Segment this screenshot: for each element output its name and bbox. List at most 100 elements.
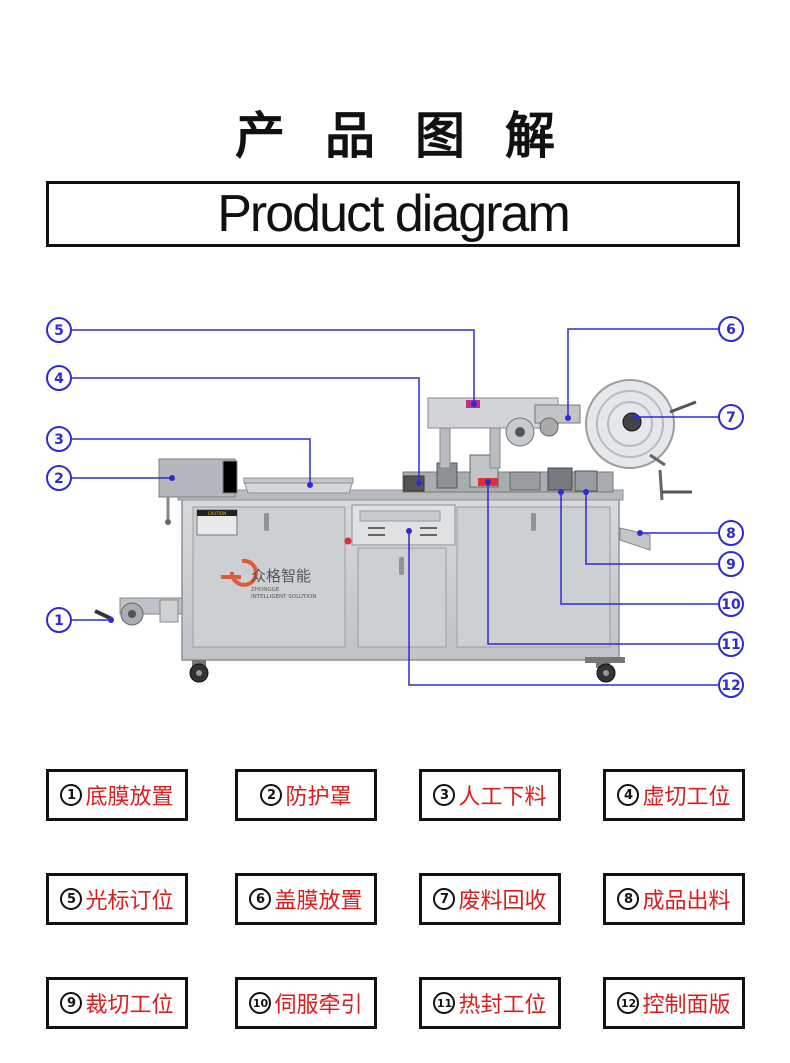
svg-text:1: 1 <box>54 613 64 629</box>
legend-label: 成品出料 <box>642 889 731 914</box>
output-chute <box>619 527 651 551</box>
legend-label: 废料回收 <box>458 889 547 914</box>
legend-number: 5 <box>60 888 83 910</box>
svg-text:INTELLIGENT SOLUTION: INTELLIGENT SOLUTION <box>251 594 316 600</box>
page-title-en: Product diagram <box>217 185 571 243</box>
svg-text:9: 9 <box>726 557 736 573</box>
leader-dot-3 <box>307 482 313 488</box>
callout-marker-7: 7 <box>718 404 744 430</box>
callout-marker-5: 5 <box>46 317 72 343</box>
leader-line-10 <box>560 492 718 605</box>
manual-tray <box>243 477 354 494</box>
leader-dot-8 <box>637 530 643 536</box>
leader-line-9 <box>585 492 718 565</box>
leader-line-5 <box>72 329 475 404</box>
legend-label: 人工下料 <box>458 785 547 810</box>
legend-number: 10 <box>249 992 272 1014</box>
legend-label: 裁切工位 <box>85 993 174 1018</box>
leader-line-12 <box>408 531 718 686</box>
callout-dots <box>108 401 643 623</box>
caution-label: CAUTION <box>208 511 226 516</box>
legend-item-9: 9 裁切工位 <box>46 977 188 1029</box>
legend-item-5: 5 光标订位 <box>46 873 188 925</box>
page-title-cn: 产品图解 <box>235 107 595 165</box>
callout-marker-6: 6 <box>718 316 744 342</box>
leader-dot-2 <box>169 475 175 481</box>
svg-text:众格智能: 众格智能 <box>251 567 311 585</box>
svg-text:12: 12 <box>721 678 740 694</box>
bottom-film-unwinder <box>94 597 183 626</box>
legend-item-11: 11 热封工位 <box>419 977 561 1029</box>
callout-marker-1: 1 <box>46 607 72 633</box>
brand-logo: 众格智能 ZHONGGE INTELLIGENT SOLUTION <box>221 558 316 600</box>
callout-marker-8: 8 <box>718 520 744 546</box>
legend-number: 3 <box>433 784 456 806</box>
leader-dot-5 <box>471 401 477 407</box>
legend-number: 2 <box>260 784 283 806</box>
leader-line-6 <box>567 328 718 418</box>
svg-text:7: 7 <box>726 410 736 426</box>
legend-number: 7 <box>433 888 456 910</box>
legend-item-10: 10 伺服牵引 <box>235 977 377 1029</box>
leader-line-4 <box>72 377 420 483</box>
leader-dot-7 <box>633 414 639 420</box>
wheels <box>189 657 625 683</box>
callout-markers: 5 4 3 2 1 6 7 8 9 10 11 12 <box>46 316 744 698</box>
leader-dot-6 <box>565 415 571 421</box>
callout-marker-4: 4 <box>46 365 72 391</box>
svg-text:6: 6 <box>726 322 736 338</box>
legend-item-1: 1 底膜放置 <box>46 769 188 821</box>
callout-marker-2: 2 <box>46 465 72 491</box>
svg-text:3: 3 <box>54 432 64 448</box>
upper-frame <box>427 397 581 469</box>
legend-label: 热封工位 <box>458 993 547 1018</box>
legend-item-8: 8 成品出料 <box>603 873 745 925</box>
leader-line-3 <box>72 438 311 485</box>
legend-label: 盖膜放置 <box>274 889 363 914</box>
svg-text:2: 2 <box>54 471 64 487</box>
legend-number: 6 <box>249 888 272 910</box>
leader-dot-12 <box>406 528 412 534</box>
legend-label: 伺服牵引 <box>274 993 363 1018</box>
legend-label: 控制面版 <box>642 993 731 1018</box>
svg-text:11: 11 <box>721 637 740 653</box>
svg-text:5: 5 <box>54 323 64 339</box>
callout-marker-10: 10 <box>718 591 744 617</box>
legend-number: 9 <box>60 992 83 1014</box>
callout-marker-9: 9 <box>718 551 744 577</box>
legend-item-4: 4 虚切工位 <box>603 769 745 821</box>
legend-number: 4 <box>617 784 640 806</box>
legend-item-7: 7 废料回收 <box>419 873 561 925</box>
legend-item-6: 6 盖膜放置 <box>235 873 377 925</box>
callout-lines <box>72 328 718 686</box>
leader-dot-1 <box>108 617 114 623</box>
legend-label: 虚切工位 <box>642 785 731 810</box>
leader-line-11 <box>487 482 718 645</box>
callout-marker-12: 12 <box>718 672 744 698</box>
title-box: Product diagram <box>46 181 740 247</box>
legend-label: 底膜放置 <box>85 785 174 810</box>
control-panel <box>344 504 456 546</box>
leader-dot-10 <box>558 489 564 495</box>
legend-number: 1 <box>60 784 83 806</box>
callout-marker-11: 11 <box>718 631 744 657</box>
legend-item-12: 12 控制面版 <box>603 977 745 1029</box>
svg-text:4: 4 <box>54 371 64 387</box>
stations <box>402 454 614 493</box>
legend-number: 11 <box>433 992 456 1014</box>
svg-text:10: 10 <box>721 597 741 613</box>
machine-body: CAUTION 众格智能 ZHONGGE INTELLIGENT SOLUTIO… <box>94 379 697 683</box>
legend-label: 防护罩 <box>285 785 352 810</box>
leader-dot-4 <box>416 480 422 486</box>
legend-number: 12 <box>617 992 640 1014</box>
leader-dot-9 <box>583 489 589 495</box>
svg-text:ZHONGGE: ZHONGGE <box>251 587 280 593</box>
callout-marker-3: 3 <box>46 426 72 452</box>
cover-film-reel <box>585 379 697 501</box>
svg-text:8: 8 <box>726 526 736 542</box>
leader-dot-11 <box>485 479 491 485</box>
legend-item-2: 2 防护罩 <box>235 769 377 821</box>
legend-item-3: 3 人工下料 <box>419 769 561 821</box>
legend-label: 光标订位 <box>85 889 174 914</box>
